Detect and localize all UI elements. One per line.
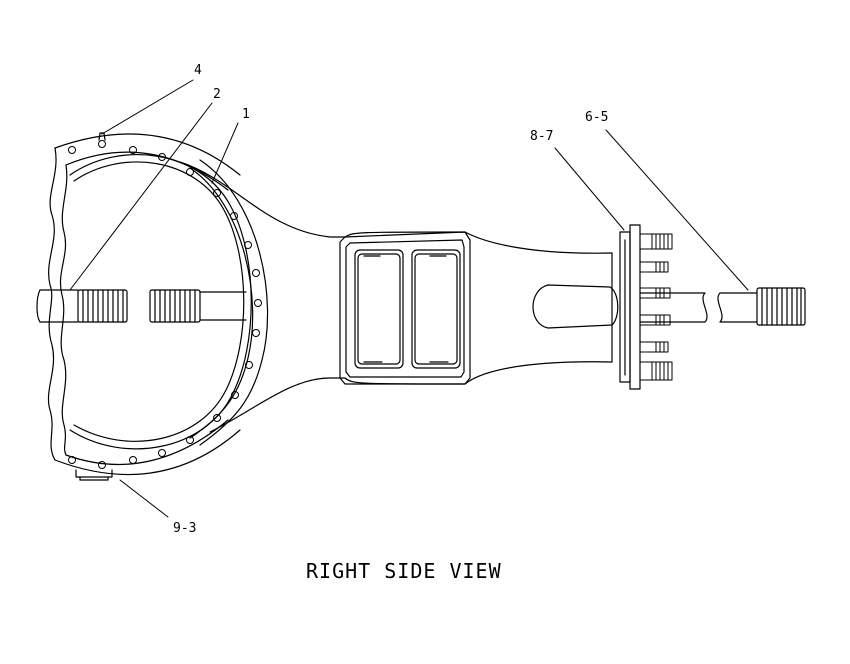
break-line-left-inner bbox=[59, 164, 68, 456]
axle-shaft-left bbox=[36, 289, 247, 323]
view-title: RIGHT SIDE VIEW bbox=[306, 559, 502, 583]
wheel-studs bbox=[639, 233, 673, 381]
flange-bolt-holes bbox=[68, 140, 262, 469]
breather-fitting bbox=[98, 132, 106, 141]
callout-1: 1 bbox=[242, 107, 250, 122]
drain-plug bbox=[75, 469, 113, 481]
callout-9-3: 9-3 bbox=[173, 521, 197, 536]
axle-arm bbox=[179, 161, 613, 433]
callout-6-5: 6-5 bbox=[585, 110, 609, 125]
mounting-pad bbox=[339, 231, 471, 385]
callout-2: 2 bbox=[213, 87, 221, 102]
leader-lines bbox=[69, 79, 749, 518]
break-line-left-outer bbox=[47, 147, 57, 461]
callout-8-7: 8-7 bbox=[530, 129, 554, 144]
arm-slot bbox=[532, 284, 619, 329]
axle-shaft-right bbox=[639, 287, 806, 326]
callout-4: 4 bbox=[194, 63, 202, 78]
wheel-end-flange bbox=[619, 224, 641, 390]
housing-flange bbox=[54, 133, 269, 476]
